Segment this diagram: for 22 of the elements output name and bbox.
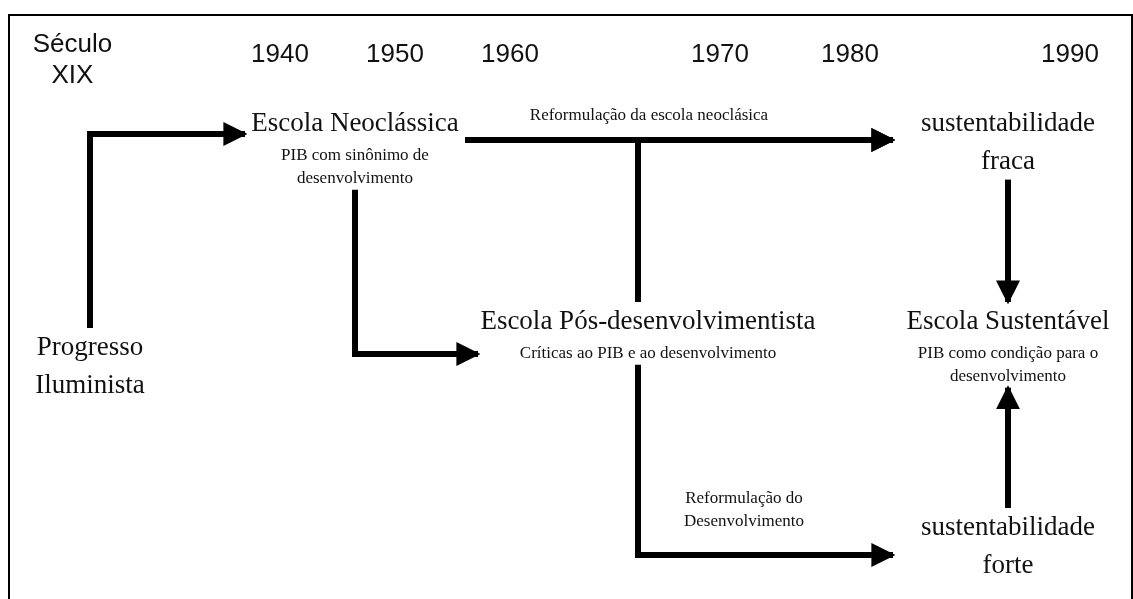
node-heading: Escola Neoclássica	[251, 106, 459, 139]
node-heading: sustentabilidade forte	[920, 510, 1096, 581]
node-description: PIB como condição para o desenvolvimento	[916, 341, 1100, 387]
arrow	[352, 189, 481, 366]
node-heading: sustentabilidade fraca	[920, 106, 1096, 177]
arrow	[996, 385, 1020, 508]
timeline-label: 1970	[690, 38, 750, 70]
node-heading: Escola Sustentável	[906, 304, 1110, 337]
timeline-label: 1990	[1040, 38, 1100, 70]
timeline-label: 1940	[250, 38, 310, 70]
node-description: Críticas ao PIB e ao desenvolvimento	[519, 341, 777, 364]
timeline-label: 1980	[820, 38, 880, 70]
arrow	[996, 179, 1020, 305]
timeline-label: 1960	[480, 38, 540, 70]
node-heading: Escola Pós-desenvolvimentista	[480, 304, 816, 337]
node-heading: Progresso Iluminista	[34, 330, 146, 401]
arrow	[635, 364, 896, 567]
timeline-label: Século XIX	[31, 28, 114, 91]
timeline-label: 1950	[365, 38, 425, 70]
node-description: PIB com sinônimo de desenvolvimento	[280, 143, 430, 189]
arrow	[635, 128, 896, 302]
arrow	[87, 122, 248, 328]
